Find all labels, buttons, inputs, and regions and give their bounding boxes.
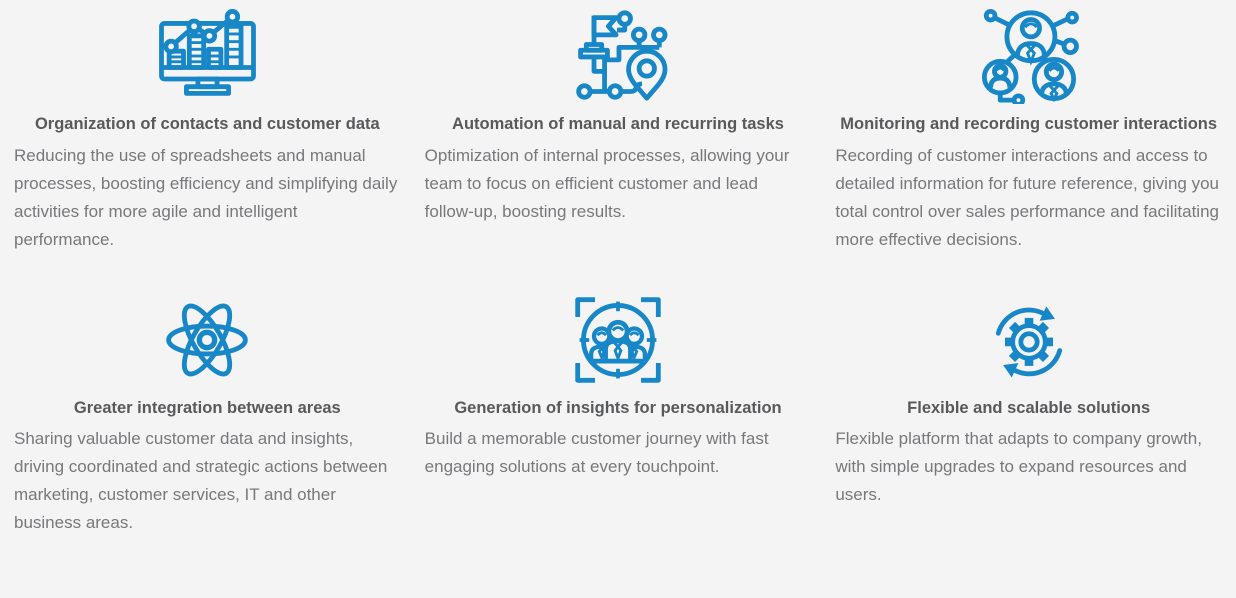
feature-description: Build a memorable customer journey with … xyxy=(424,429,769,477)
feature-title: Flexible and scalable solutions xyxy=(907,398,1151,417)
feature-card-integration: Greater integration between areas Sharin… xyxy=(14,292,401,538)
monitor-analytics-icon xyxy=(14,8,401,104)
feature-description: Flexible platform that adapts to company… xyxy=(835,429,1202,505)
feature-card-automation: Automation of manual and recurring tasks… xyxy=(425,8,812,226)
audience-focus-icon xyxy=(425,292,812,388)
feature-card-organization: Organization of contacts and customer da… xyxy=(14,8,401,254)
feature-card-scalability: Flexible and scalable solutions Flexible… xyxy=(835,292,1222,510)
features-grid: Organization of contacts and customer da… xyxy=(14,8,1222,538)
feature-card-monitoring: Monitoring and recording customer intera… xyxy=(835,8,1222,254)
feature-title: Automation of manual and recurring tasks xyxy=(452,115,784,133)
feature-description: Reducing the use of spreadsheets and man… xyxy=(14,145,398,249)
feature-title: Greater integration between areas xyxy=(73,398,341,417)
feature-card-insights: Generation of insights for personalizati… xyxy=(425,292,812,482)
feature-title: Monitoring and recording customer intera… xyxy=(840,115,1218,133)
gear-sync-icon xyxy=(835,292,1222,388)
feature-description: Sharing valuable customer data and insig… xyxy=(14,429,388,533)
customer-network-icon xyxy=(835,8,1222,104)
roadmap-flag-pin-icon xyxy=(425,8,812,104)
atom-integration-icon xyxy=(14,292,401,388)
feature-description: Optimization of internal processes, allo… xyxy=(424,145,790,221)
feature-title: Organization of contacts and customer da… xyxy=(34,115,380,133)
feature-description: Recording of customer interactions and a… xyxy=(835,145,1219,249)
feature-title: Generation of insights for personalizati… xyxy=(454,398,782,417)
